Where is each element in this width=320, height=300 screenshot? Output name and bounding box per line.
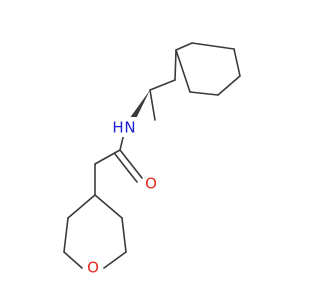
oxygen-symbol: O — [87, 259, 99, 277]
cyclohexyl-ring — [175, 42, 241, 96]
bond — [63, 217, 69, 253]
carbonyl-oxygen-label: O — [143, 174, 159, 194]
molecule-canvas: H N O O — [63, 42, 241, 278]
bond — [217, 75, 241, 96]
bond — [119, 149, 143, 179]
molecule-structure: H N O O — [63, 42, 241, 278]
bond — [191, 42, 235, 50]
bond — [189, 91, 219, 96]
nh-label: H N — [112, 117, 138, 137]
bond — [114, 153, 138, 183]
bond — [121, 217, 127, 253]
oxygen-symbol: O — [145, 175, 157, 193]
bond — [103, 251, 127, 269]
bond — [149, 79, 176, 91]
bond — [63, 251, 83, 269]
bond — [149, 89, 156, 121]
carbonyl-double-bond — [114, 149, 143, 183]
bond — [67, 194, 96, 219]
ring-oxygen-label: O — [85, 258, 101, 278]
bond — [175, 42, 193, 51]
bond — [174, 49, 177, 81]
tetrahydropyran-ring — [63, 194, 127, 269]
bond — [94, 149, 121, 165]
bond — [94, 194, 123, 219]
bond — [233, 48, 241, 77]
nitrogen-symbol: H — [112, 119, 123, 137]
nitrogen-symbol: N — [124, 119, 135, 137]
bond — [175, 49, 191, 93]
